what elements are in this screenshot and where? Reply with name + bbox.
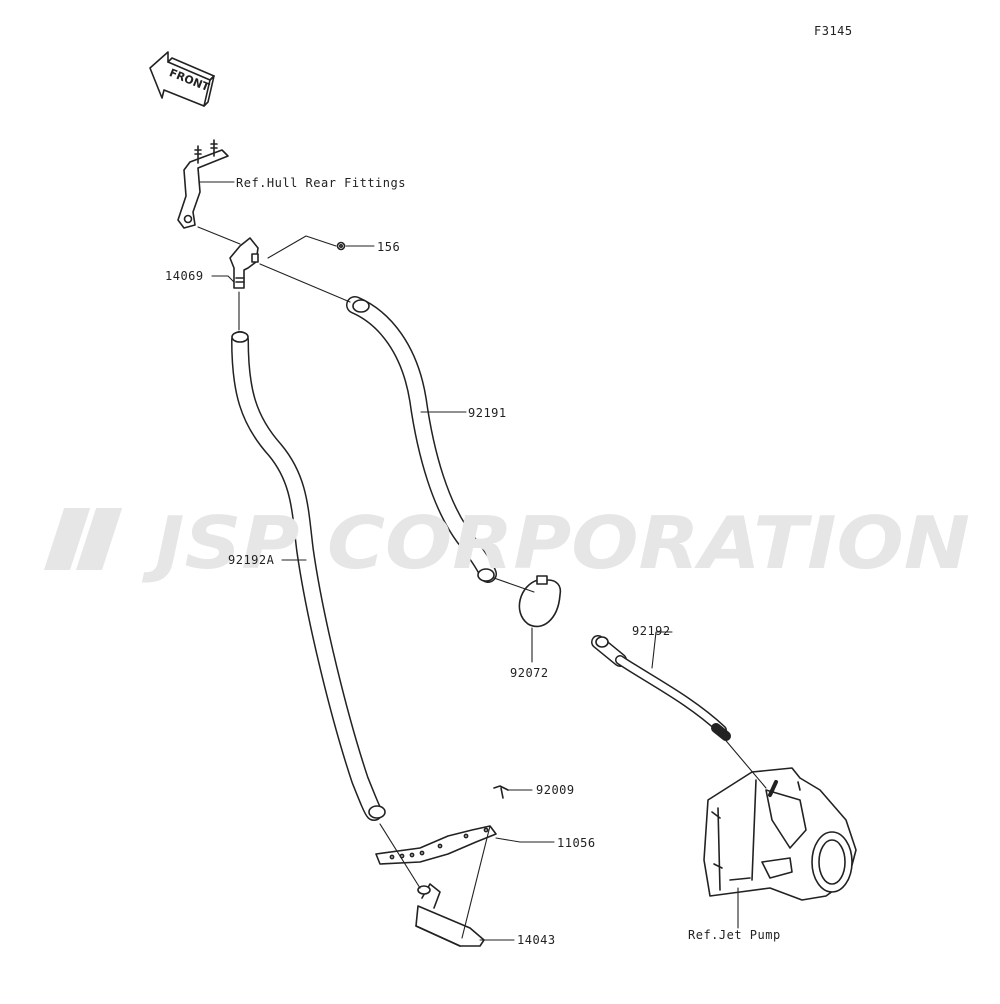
part-92192A-hose <box>231 331 386 821</box>
watermark-logo: JSP CORPORATION <box>44 501 970 585</box>
callout-92191: 92191 <box>468 406 507 420</box>
callout-jet-pump-ref: Ref.Jet Pump <box>688 928 781 942</box>
callout-92192A: 92192A <box>228 553 275 567</box>
callout-14043: 14043 <box>517 933 556 947</box>
part-156-nut <box>336 241 346 251</box>
callout-14069: 14069 <box>165 269 204 283</box>
part-14069-fitting <box>229 237 259 289</box>
front-arrow-text: FRONT <box>167 66 211 94</box>
part-92192-hose <box>591 635 731 741</box>
part-11056-bracket <box>375 825 497 865</box>
figure-code: F3145 <box>814 24 853 38</box>
callout-156: 156 <box>377 240 401 254</box>
front-arrow-label: FRONT <box>167 66 211 94</box>
watermark-text: JSP CORPORATION <box>142 501 970 585</box>
jet-pump-housing <box>703 767 857 901</box>
part-92009-screw <box>493 785 509 799</box>
part-14043-fitting <box>415 883 485 947</box>
callout-92072: 92072 <box>510 666 549 680</box>
callout-11056: 11056 <box>557 836 596 850</box>
hull-fitting-bracket <box>177 139 229 229</box>
callout-92192: 92192 <box>632 624 671 638</box>
front-arrow-icon <box>149 51 215 107</box>
callout-hull-ref: Ref.Hull Rear Fittings <box>236 176 406 190</box>
leader-lines <box>197 181 767 941</box>
callout-92009: 92009 <box>536 783 575 797</box>
part-92191-hose <box>346 296 497 583</box>
part-92072-clamp <box>518 575 562 628</box>
